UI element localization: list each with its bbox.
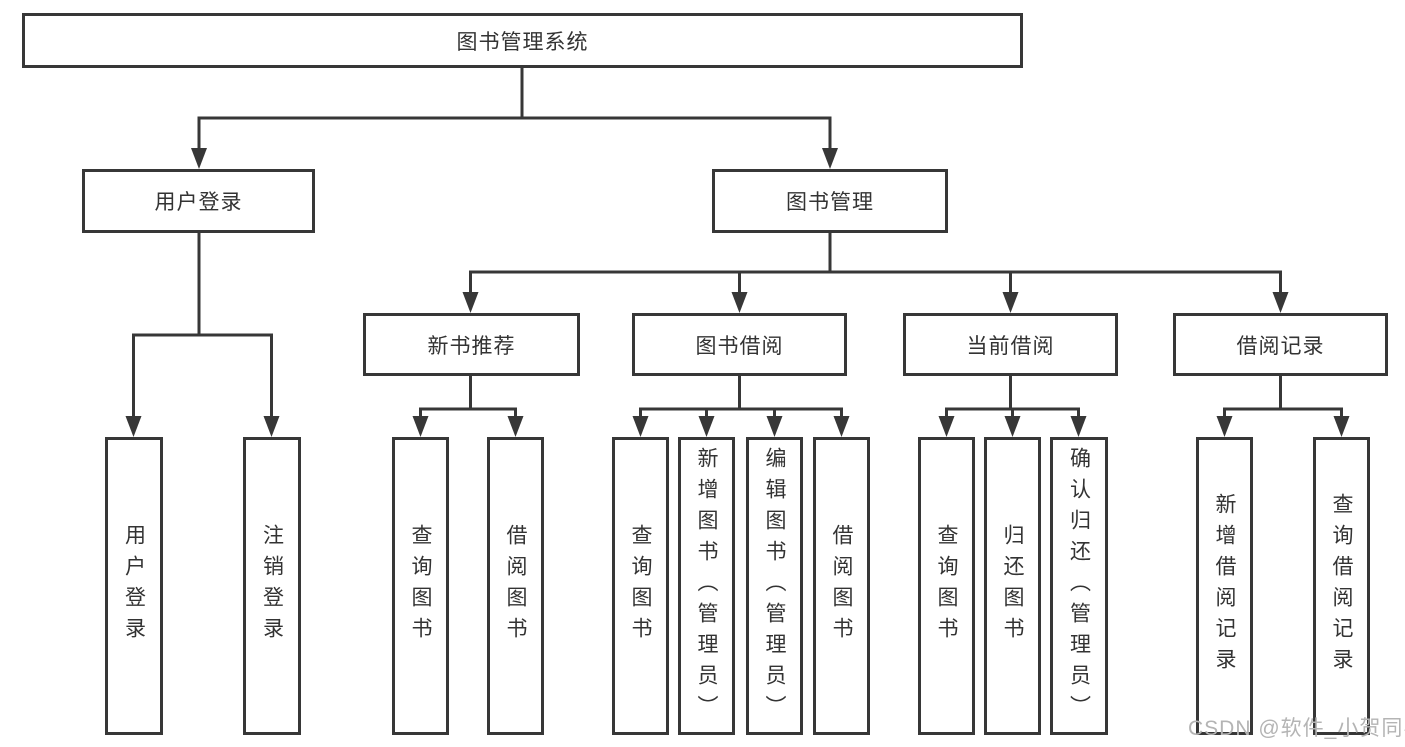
leaf-query-books-current: 查询图书	[918, 437, 975, 735]
leaf-query-borrow-record: 查询借阅记录	[1313, 437, 1370, 735]
arrowhead-icons	[125, 148, 1350, 437]
node-new-book-recommend: 新书推荐	[363, 313, 580, 376]
csdn-watermark: CSDN @软件_小贺同学	[1188, 717, 1405, 740]
leaf-query-books-borrow: 查询图书	[612, 437, 669, 735]
leaf-confirm-return-admin: 确认归还（管理员）	[1050, 437, 1108, 735]
leaf-edit-book-admin: 编辑图书（管理员）	[746, 437, 803, 735]
leaf-return-book: 归还图书	[984, 437, 1041, 735]
leaf-add-book-admin: 新增图书（管理员）	[678, 437, 735, 735]
node-current-borrow: 当前借阅	[903, 313, 1118, 376]
leaf-borrow-books-recommend: 借阅图书	[487, 437, 544, 735]
node-user-login: 用户登录	[82, 169, 315, 233]
node-borrow-records: 借阅记录	[1173, 313, 1388, 376]
leaf-user-login: 用户登录	[105, 437, 163, 735]
leaf-add-borrow-record: 新增借阅记录	[1196, 437, 1253, 735]
node-book-borrow: 图书借阅	[632, 313, 847, 376]
leaf-query-books-recommend: 查询图书	[392, 437, 449, 735]
node-book-management: 图书管理	[712, 169, 948, 233]
node-root-library-system: 图书管理系统	[22, 13, 1023, 68]
leaf-borrow-books: 借阅图书	[813, 437, 870, 735]
leaf-logout: 注销登录	[243, 437, 301, 735]
